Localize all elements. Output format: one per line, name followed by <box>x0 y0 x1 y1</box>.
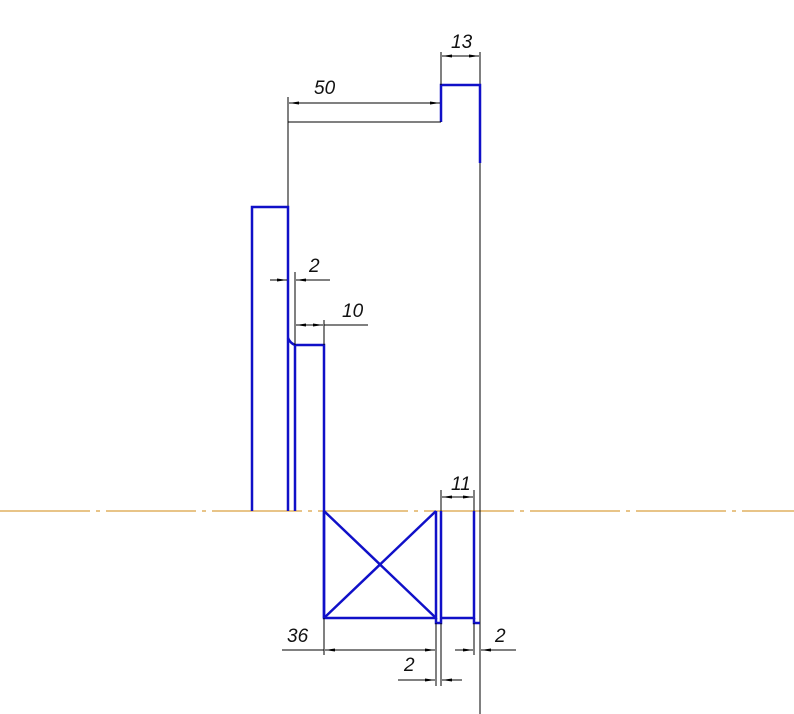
dimension-2-bottom: 2 <box>398 623 462 686</box>
dimension-label: 36 <box>287 626 309 647</box>
dimension-label: 2 <box>403 655 415 676</box>
bearing-symbol <box>322 510 438 620</box>
dimension-2-right: 2 <box>455 623 516 655</box>
dimension-36: 36 <box>282 618 437 686</box>
top-contour <box>288 83 482 163</box>
dimension-11: 11 <box>440 474 475 511</box>
dimension-10: 10 <box>296 301 368 345</box>
dimension-label: 2 <box>308 256 320 277</box>
dimension-label: 50 <box>314 78 336 99</box>
right-contour <box>434 511 480 625</box>
dimension-label: 13 <box>451 32 473 53</box>
dimension-label: 10 <box>342 301 364 322</box>
dimension-label: 2 <box>494 626 506 647</box>
dimension-label: 11 <box>451 474 471 495</box>
dimension-2-groove: 2 <box>270 256 330 345</box>
dimension-13: 13 <box>440 32 479 85</box>
dimension-50: 50 <box>287 78 440 207</box>
